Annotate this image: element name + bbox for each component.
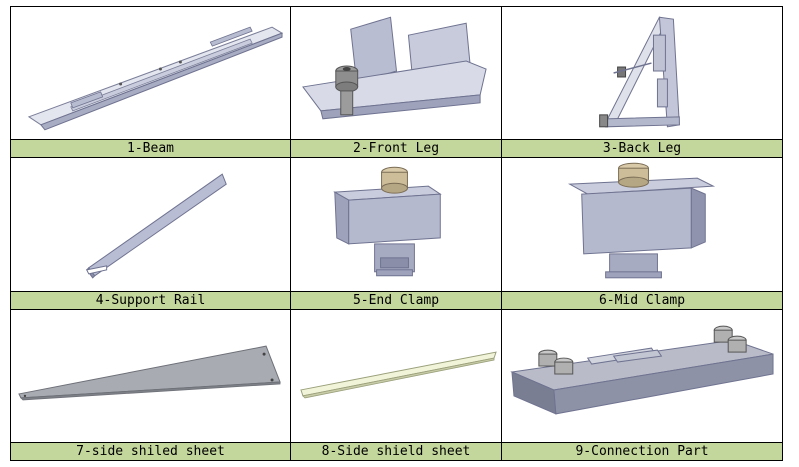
connection-part-icon (510, 325, 774, 415)
part-caption: 9-Connection Part (501, 441, 783, 462)
back-leg-icon (599, 16, 680, 128)
front-leg-icon (302, 16, 487, 120)
part-image-side-shield-sheet-8 (290, 308, 502, 443)
side-shield-sheet-icon (300, 351, 497, 399)
image-row-3 (10, 308, 783, 443)
part-caption: 7-side shiled sheet (10, 441, 291, 462)
image-row-1 (10, 5, 783, 141)
part-image-side-shield-sheet-7 (10, 308, 291, 443)
side-shield-sheet-icon (18, 345, 281, 401)
part-image-mid-clamp (501, 157, 783, 292)
caption-row-2: 4-Support Rail 5-End Clamp 6-Mid Clamp (10, 290, 783, 310)
support-rail-icon (85, 173, 227, 280)
part-image-support-rail (10, 157, 291, 292)
parts-table: 1-Beam 2-Front Leg 3-Back Leg (10, 5, 783, 462)
part-caption: 3-Back Leg (501, 139, 783, 159)
image-row-2 (10, 157, 783, 292)
caption-row-3: 7-side shiled sheet 8-Side shield sheet … (10, 441, 783, 462)
part-image-beam (10, 5, 291, 141)
part-caption: 1-Beam (10, 139, 291, 159)
part-caption: 6-Mid Clamp (501, 290, 783, 310)
part-caption: 2-Front Leg (290, 139, 502, 159)
part-image-back-leg (501, 5, 783, 141)
end-clamp-icon (333, 167, 442, 277)
part-image-front-leg (290, 5, 502, 141)
part-caption: 4-Support Rail (10, 290, 291, 310)
beam-icon (27, 26, 284, 131)
part-image-connection-part (501, 308, 783, 443)
part-caption: 5-End Clamp (290, 290, 502, 310)
part-image-end-clamp (290, 157, 502, 292)
mid-clamp-icon (567, 163, 716, 279)
part-caption: 8-Side shield sheet (290, 441, 502, 462)
caption-row-1: 1-Beam 2-Front Leg 3-Back Leg (10, 139, 783, 159)
